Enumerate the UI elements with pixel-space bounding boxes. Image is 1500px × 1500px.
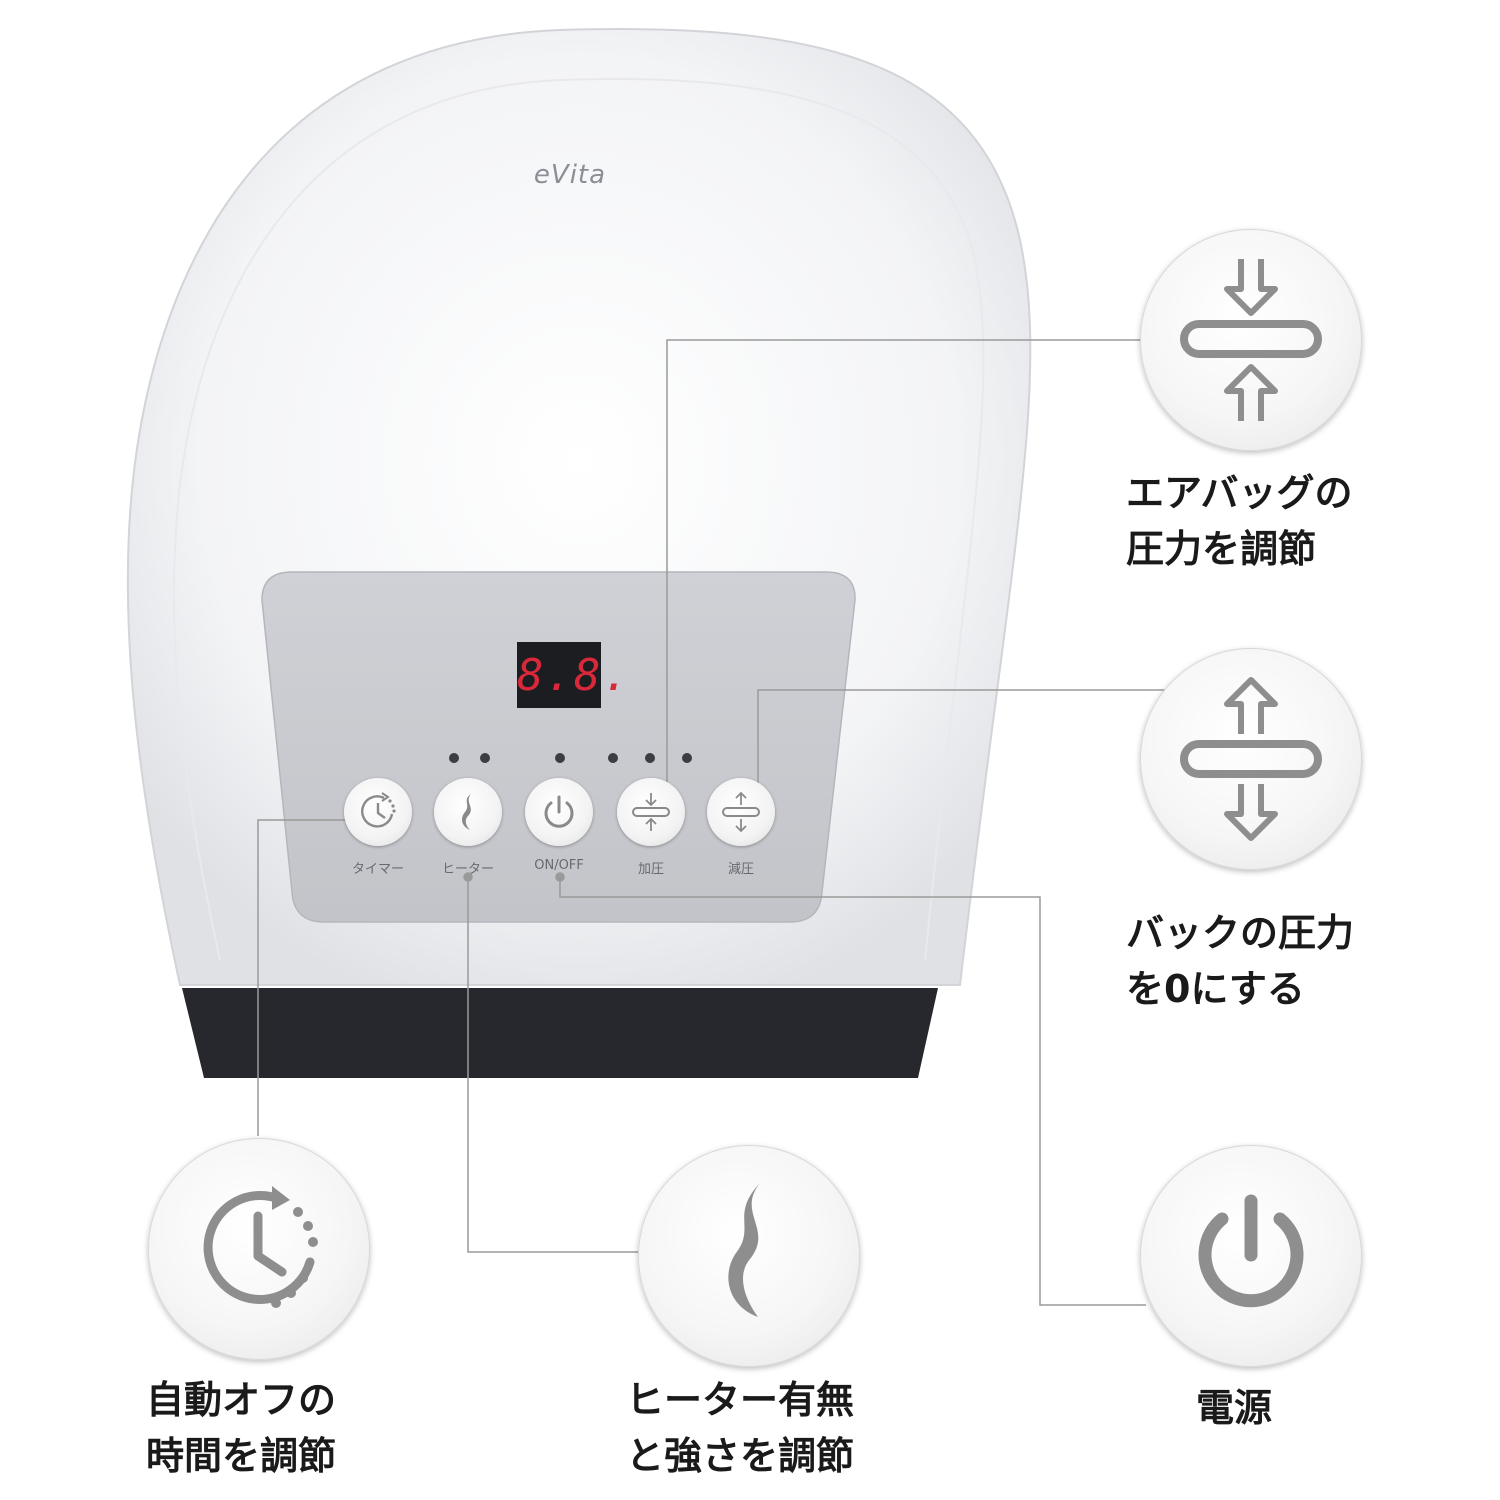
heater-flame-icon — [462, 794, 471, 830]
caption-line: ヒーター有無 — [626, 1378, 855, 1422]
pressure-decrease-callout-circle — [1140, 648, 1362, 870]
caption-line: エアバッグの — [1126, 471, 1353, 515]
led-display: 8.8. — [517, 650, 631, 701]
pressure-decrease-button-label: 減圧 — [727, 862, 754, 877]
timer-caption: 自動オフの 時間を調節 — [146, 1372, 466, 1484]
power-callout-circle — [1140, 1145, 1362, 1367]
heater-button-label: ヒーター — [441, 862, 494, 877]
status-led — [480, 753, 490, 763]
status-led — [682, 753, 692, 763]
heater-button[interactable] — [434, 778, 502, 846]
led-display-window — [517, 642, 601, 708]
device-base-band — [182, 988, 938, 1078]
status-led — [645, 753, 655, 763]
caption-line: 自動オフの — [146, 1378, 337, 1422]
pressure-decrease-icon — [1180, 677, 1322, 841]
power-caption: 電源 — [1196, 1380, 1396, 1436]
caption-line: 圧力を調節 — [1126, 527, 1317, 571]
status-led — [555, 753, 565, 763]
caption-line: を0にする — [1126, 967, 1305, 1011]
timer-icon — [203, 1186, 318, 1308]
pressure-decrease-caption: バックの圧力 を0にする — [1126, 905, 1486, 1017]
brand-logo: eVita — [533, 160, 607, 190]
pressure-increase-callout-circle — [1140, 229, 1362, 451]
power-button-label: ON/OFF — [534, 858, 584, 873]
pressure-decrease-button[interactable] — [707, 778, 775, 846]
heater-caption: ヒーター有無 と強さを調節 — [626, 1372, 946, 1484]
timer-button-label: タイマー — [351, 862, 404, 877]
heater-flame-icon — [728, 1183, 760, 1317]
status-led — [608, 753, 618, 763]
pressure-increase-button-label: 加圧 — [637, 862, 664, 877]
caption-line: 時間を調節 — [146, 1434, 337, 1478]
power-button[interactable] — [525, 778, 593, 846]
power-icon — [544, 795, 574, 828]
pressure-increase-caption: エアバッグの 圧力を調節 — [1126, 465, 1486, 577]
caption-line: バックの圧力 — [1126, 911, 1355, 955]
timer-button[interactable] — [344, 778, 412, 846]
pressure-decrease-icon — [722, 791, 760, 833]
pressure-increase-icon — [632, 793, 670, 831]
caption-line: と強さを調節 — [626, 1434, 855, 1478]
pressure-increase-button[interactable] — [617, 778, 685, 846]
timer-callout-circle — [148, 1138, 370, 1360]
control-panel — [261, 571, 856, 923]
status-led — [449, 753, 459, 763]
caption-line: 電源 — [1196, 1386, 1273, 1430]
pressure-increase-icon — [1180, 259, 1322, 421]
heater-callout-circle — [638, 1145, 860, 1367]
timer-icon — [361, 792, 396, 828]
power-icon — [1198, 1194, 1304, 1308]
